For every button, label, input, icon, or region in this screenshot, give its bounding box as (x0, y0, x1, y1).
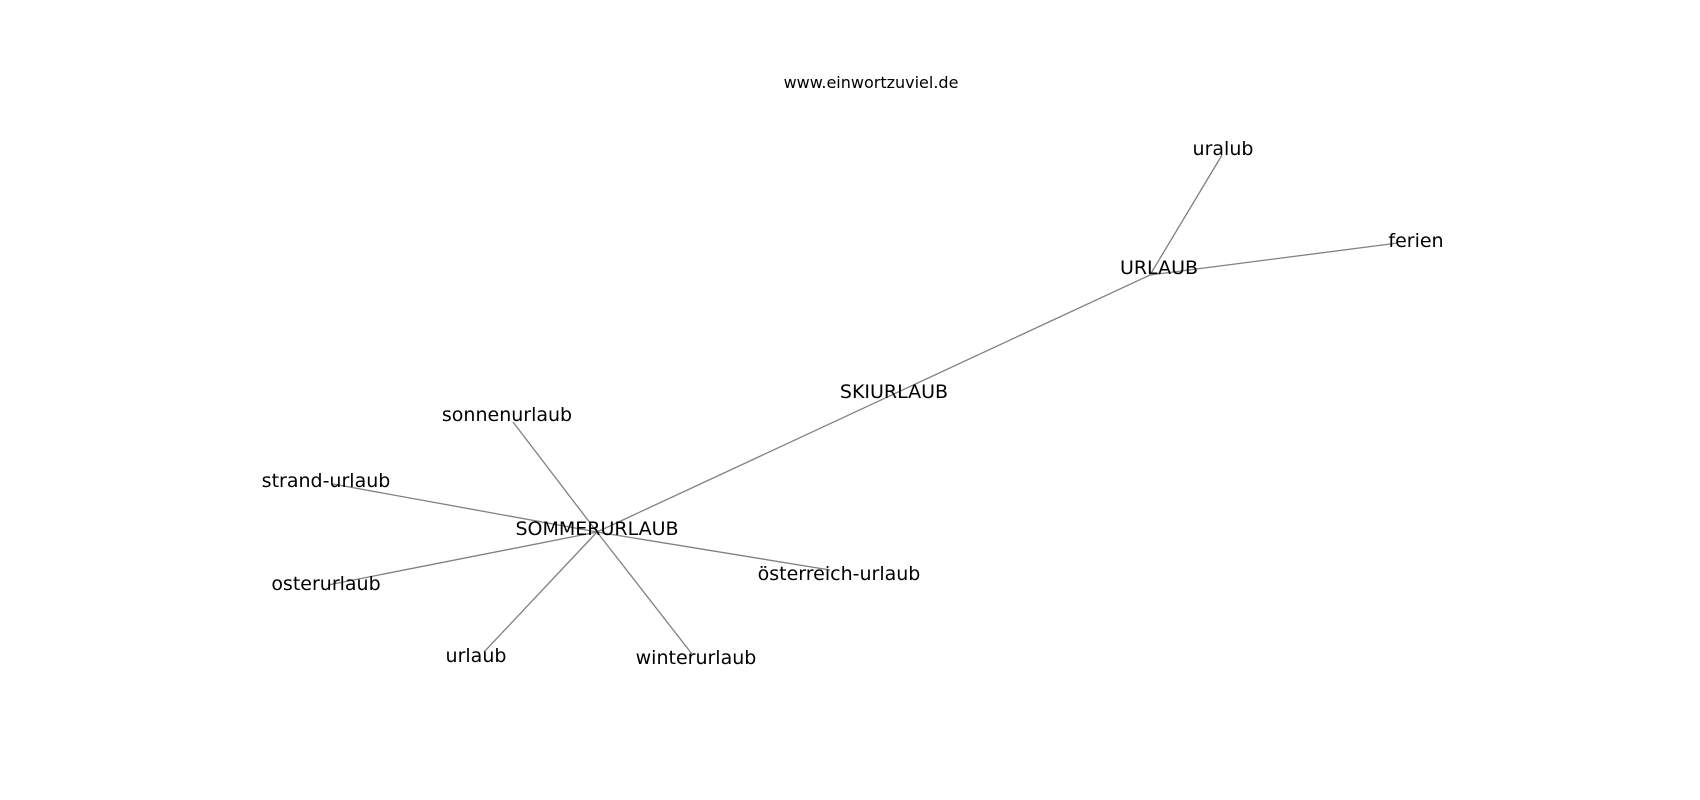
node-oesterreich-urlaub: österreich-urlaub (758, 563, 921, 585)
node-urlaub: URLAUB (1120, 257, 1198, 279)
node-osterurlaub: osterurlaub (271, 573, 380, 595)
node-winterurlaub: winterurlaub (636, 647, 757, 669)
edge-urlaub-sommerurlaub (596, 274, 1151, 533)
node-strand-urlaub: strand-urlaub (262, 470, 391, 492)
node-ferien: ferien (1388, 230, 1443, 252)
node-sommerurlaub: SOMMERURLAUB (515, 518, 678, 540)
node-sonnenurlaub: sonnenurlaub (442, 404, 572, 426)
node-urlaub: urlaub (446, 645, 507, 667)
edge-sommerurlaub-oesterreich-urlaub (596, 531, 831, 571)
site-url: www.einwortzuviel.de (784, 73, 959, 92)
edge-urlaub-uralub (1149, 154, 1223, 276)
node-uralub: uralub (1193, 138, 1254, 160)
edge-layer (327, 154, 1399, 655)
edge-urlaub-ferien (1149, 242, 1399, 276)
node-skiurlaub: SKIURLAUB (840, 381, 948, 403)
edge-sommerurlaub-urlaub (483, 531, 598, 653)
edge-sommerurlaub-sonnenurlaub (512, 421, 598, 533)
edge-sommerurlaub-osterurlaub (327, 531, 598, 586)
edge-sommerurlaub-strand-urlaub (332, 483, 598, 533)
edge-sommerurlaub-winterurlaub (596, 531, 693, 655)
